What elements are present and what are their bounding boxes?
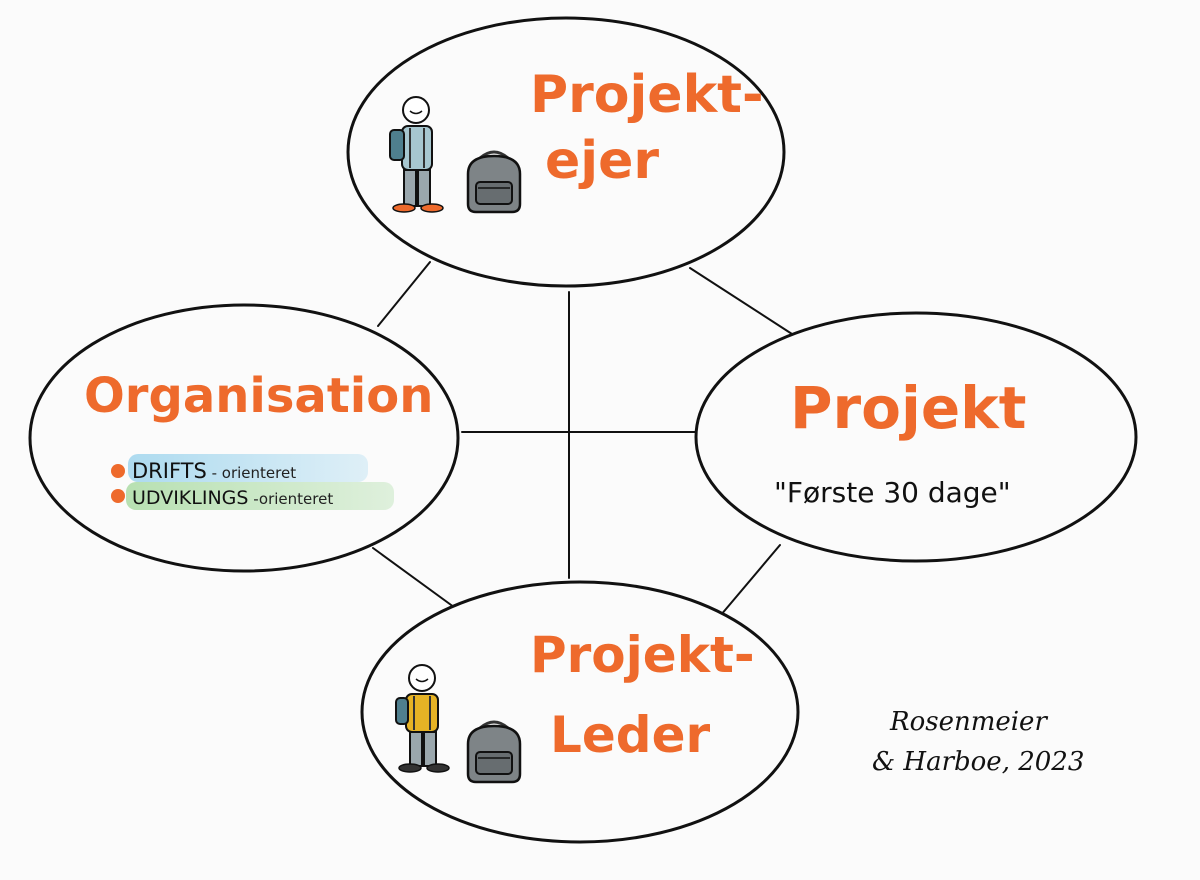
projektejer-title-line1: Projekt-: [530, 65, 764, 125]
projektejer-ellipse: [346, 16, 786, 288]
projekt-ellipse: [694, 311, 1138, 563]
projektejer-title-line2: ejer: [545, 131, 659, 191]
bullet-icon: [111, 489, 125, 503]
backpack-icon: [466, 150, 522, 214]
projektleder-title-line2: Leder: [550, 706, 710, 764]
node-projektejer: Projekt- ejer: [389, 65, 764, 214]
node-projekt: Projekt "Første 30 dage": [774, 374, 1026, 509]
node-organisation: Organisation DRIFTS - orienteret UDVIKLI…: [84, 368, 433, 510]
projektleder-title-line1: Projekt-: [530, 626, 755, 684]
bullet-icon: [111, 464, 125, 478]
backpack-icon: [466, 720, 522, 784]
credit-line2: & Harboe, 2023: [872, 747, 1084, 777]
connector-owner-project: [689, 267, 793, 335]
organisation-ellipse: [28, 303, 460, 573]
connector-lines: [372, 261, 793, 623]
node-projektleder: Projekt- Leder: [395, 626, 755, 784]
person-icon: [389, 96, 444, 213]
connector-organisation-leader: [372, 547, 459, 611]
connector-owner-organisation: [377, 261, 431, 327]
projekt-title: Projekt: [790, 374, 1026, 442]
person-icon: [395, 664, 450, 773]
credit: Rosenmeier & Harboe, 2023: [872, 707, 1084, 777]
bullet-udviklings: UDVIKLINGS -orienteret: [132, 487, 333, 509]
organisation-title: Organisation: [84, 368, 433, 424]
bullet-drifts: DRIFTS - orienteret: [132, 459, 296, 483]
highlight-blue: [128, 454, 368, 482]
highlight-green: [126, 482, 394, 510]
connector-project-leader: [714, 544, 781, 623]
credit-line1: Rosenmeier: [889, 707, 1048, 737]
projekt-subtitle: "Første 30 dage": [774, 476, 1011, 509]
